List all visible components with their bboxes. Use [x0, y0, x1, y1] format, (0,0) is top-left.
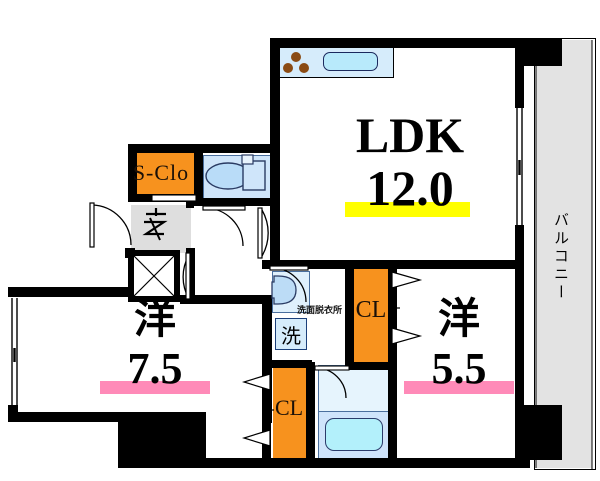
ldk-balcony-sliding-door — [516, 108, 523, 226]
room75-window — [11, 298, 18, 411]
wall-room75-right — [262, 295, 272, 423]
wall-ldk-left-upper — [270, 38, 280, 260]
wall-bath-bottom — [262, 458, 402, 468]
wall-toilet-left — [194, 144, 203, 204]
wall-bath-right — [388, 362, 397, 466]
bathtub — [325, 418, 383, 451]
wall-entry-mid-vertical — [186, 194, 194, 208]
wall-scloset-bottom — [128, 194, 194, 202]
wall-room55-bottom-block — [520, 405, 562, 460]
washer-label: 洗 — [281, 323, 301, 348]
stove-burner-left — [283, 63, 293, 73]
room55-size-highlight — [404, 381, 514, 394]
room55-name: 洋 — [437, 294, 480, 343]
room55-size: 5.5 — [431, 344, 487, 393]
entrance-door — [89, 202, 132, 248]
balcony-outline — [534, 38, 596, 470]
wall-toilet-bottom — [194, 198, 273, 206]
wall-room75-top — [8, 287, 133, 297]
closet-lower-fill — [273, 368, 306, 464]
wall-washroom-right — [345, 260, 354, 370]
wall-room55-top — [397, 260, 522, 269]
closet-lower-label: CL — [274, 395, 304, 420]
toilet-room-fill — [203, 155, 272, 202]
wall-right-vertical — [515, 260, 524, 460]
wall-room75-bottom — [8, 412, 123, 422]
washer-box — [275, 318, 307, 350]
meter-box-inner — [134, 256, 174, 296]
wall-closet-lower-left — [262, 362, 271, 466]
wall-closet-center-bottom — [345, 362, 397, 370]
wall-ldk-top — [270, 38, 522, 48]
balcony-label: バルコニー — [552, 212, 569, 302]
ldk-size: 12.0 — [366, 160, 454, 216]
stove-burner-right — [299, 63, 309, 73]
hall-door — [257, 207, 269, 259]
entrance-tile — [131, 205, 191, 253]
wall-room75-left — [8, 287, 18, 297]
balcony-area — [536, 40, 592, 468]
wall-closet-lower-right — [306, 362, 315, 466]
room75-size: 7.5 — [127, 344, 183, 393]
washroom-label: 洗面脱衣所 — [297, 306, 343, 316]
wall-ldk-right-lower — [515, 225, 524, 275]
wall-entry-left — [128, 144, 137, 196]
shoe-closet-label: S-Clo — [132, 160, 190, 185]
wall-room75-bottom-block — [118, 412, 206, 468]
wall-closet-center-right — [388, 260, 397, 370]
wall-washroom-bottom — [262, 360, 312, 368]
ldk-name: LDK — [355, 107, 465, 163]
stove-burner-top — [291, 52, 301, 62]
wall-corridor-under-entry — [180, 295, 272, 304]
room75-size-highlight — [100, 381, 210, 394]
closet-center-fill — [353, 265, 390, 367]
room75-name: 洋 — [133, 294, 176, 343]
ldk-size-highlight — [345, 202, 470, 217]
kitchen-sink — [323, 52, 378, 71]
closet-center-label: CL — [355, 296, 387, 323]
wall-ldk-right-upper — [515, 48, 524, 108]
toilet-door — [202, 205, 246, 247]
wall-washroom-top — [262, 260, 354, 269]
shoe-closet-fill — [128, 152, 194, 194]
wall-balcony-top — [520, 38, 562, 66]
